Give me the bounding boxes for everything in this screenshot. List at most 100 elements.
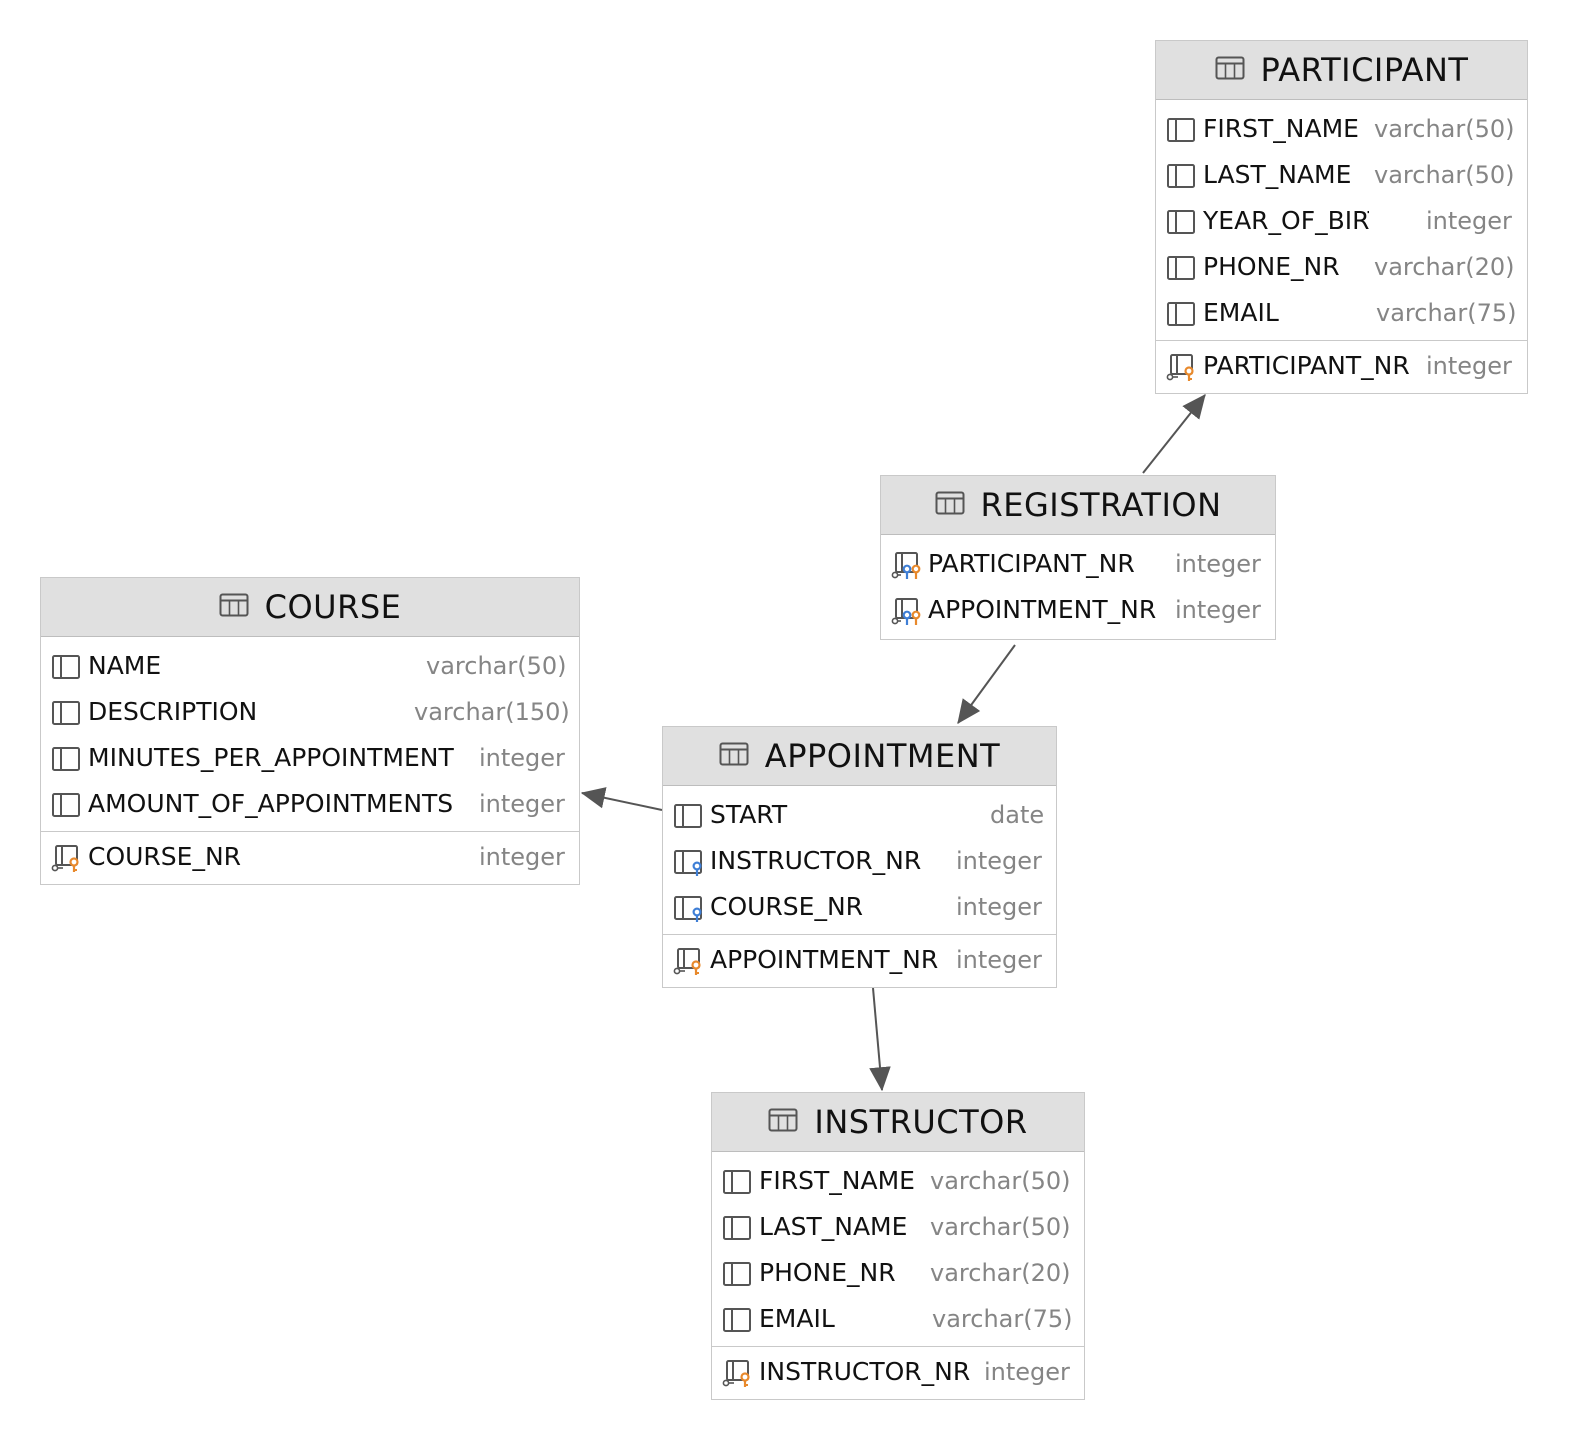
key-type: integer	[984, 1358, 1070, 1386]
key-row[interactable]: INSTRUCTOR_NR integer	[712, 1349, 1084, 1395]
column-row[interactable]: EMAIL varchar(75)	[712, 1296, 1084, 1342]
entity-title: REGISTRATION	[980, 486, 1222, 524]
column-icon	[51, 790, 81, 820]
key-type: integer	[479, 843, 565, 871]
column-name: LAST_NAME	[1203, 160, 1352, 189]
column-name: START	[710, 800, 788, 829]
column-name: NAME	[88, 651, 162, 680]
entity-title: INSTRUCTOR	[814, 1103, 1028, 1141]
entity-course[interactable]: COURSE NAME varchar(50) DESCRIPTION varc…	[40, 577, 580, 885]
entity-appointment[interactable]: APPOINTMENT START date INSTRUCTOR_NR int…	[662, 726, 1057, 988]
key-name: APPOINTMENT_NR	[710, 945, 939, 974]
table-icon	[719, 742, 749, 770]
column-row[interactable]: LAST_NAME varchar(50)	[1156, 152, 1527, 198]
key-row[interactable]: APPOINTMENT_NR integer	[663, 937, 1056, 983]
column-type: varchar(20)	[1374, 253, 1515, 281]
column-name: FIRST_NAME	[1203, 114, 1359, 143]
entity-header[interactable]: COURSE	[41, 578, 579, 637]
column-row[interactable]: COURSE_NR integer	[663, 884, 1056, 930]
key-type: integer	[956, 946, 1042, 974]
column-name: MINUTES_PER_APPOINTMENT	[88, 743, 454, 772]
column-row[interactable]: NAME varchar(50)	[41, 643, 579, 689]
table-icon	[935, 491, 965, 519]
column-name: DESCRIPTION	[88, 697, 258, 726]
key-row[interactable]: PARTICIPANT_NR integer	[881, 541, 1275, 587]
entity-header[interactable]: REGISTRATION	[881, 476, 1275, 535]
column-icon	[722, 1259, 752, 1289]
key-row[interactable]: COURSE_NR integer	[41, 834, 579, 880]
primary-foreign-key-icon	[891, 596, 921, 626]
column-row[interactable]: PHONE_NR varchar(20)	[712, 1250, 1084, 1296]
column-row[interactable]: START date	[663, 792, 1056, 838]
column-name: EMAIL	[759, 1304, 835, 1333]
edge-appointment-instructor[interactable]	[869, 987, 891, 1092]
table-icon	[768, 1108, 798, 1136]
key-type: integer	[1175, 596, 1261, 624]
column-name: COURSE_NR	[710, 892, 864, 921]
key-list: APPOINTMENT_NR integer	[663, 934, 1056, 987]
column-row[interactable]: PHONE_NR varchar(20)	[1156, 244, 1527, 290]
column-icon	[1166, 161, 1196, 191]
column-type: varchar(50)	[1374, 115, 1515, 143]
column-type: integer	[956, 847, 1042, 875]
column-type: integer	[956, 893, 1042, 921]
column-icon	[1166, 115, 1196, 145]
column-icon	[1166, 299, 1196, 329]
primary-key-icon	[1166, 352, 1196, 382]
edge-registration-appointment[interactable]	[957, 644, 1016, 724]
edge-registration-participant[interactable]	[1142, 394, 1206, 474]
entity-participant[interactable]: PARTICIPANT FIRST_NAME varchar(50) LAST_…	[1155, 40, 1528, 394]
column-name: PHONE_NR	[759, 1258, 896, 1287]
entity-instructor[interactable]: INSTRUCTOR FIRST_NAME varchar(50) LAST_N…	[711, 1092, 1085, 1400]
key-list: PARTICIPANT_NR integer APPOINTMENT_NR in…	[881, 535, 1275, 639]
column-name: FIRST_NAME	[759, 1166, 915, 1195]
key-list: COURSE_NR integer	[41, 831, 579, 884]
key-row[interactable]: APPOINTMENT_NR integer	[881, 587, 1275, 633]
key-list: INSTRUCTOR_NR integer	[712, 1346, 1084, 1399]
key-row[interactable]: PARTICIPANT_NR integer	[1156, 343, 1527, 389]
column-row[interactable]: AMOUNT_OF_APPOINTMENTS integer	[41, 781, 579, 827]
column-icon	[722, 1167, 752, 1197]
column-list: FIRST_NAME varchar(50) LAST_NAME varchar…	[712, 1152, 1084, 1346]
column-icon	[51, 744, 81, 774]
entity-header[interactable]: PARTICIPANT	[1156, 41, 1527, 100]
key-name: PARTICIPANT_NR	[928, 549, 1135, 578]
column-row[interactable]: DESCRIPTION varchar(150)	[41, 689, 579, 735]
key-name: PARTICIPANT_NR	[1203, 351, 1410, 380]
column-row[interactable]: FIRST_NAME varchar(50)	[712, 1158, 1084, 1204]
column-list: NAME varchar(50) DESCRIPTION varchar(150…	[41, 637, 579, 831]
column-type: varchar(50)	[426, 652, 567, 680]
column-name: AMOUNT_OF_APPOINTMENTS	[88, 789, 454, 818]
column-type: varchar(150)	[414, 698, 570, 726]
column-type: integer	[479, 744, 565, 772]
key-name: APPOINTMENT_NR	[928, 595, 1157, 624]
foreign-key-icon	[673, 847, 703, 877]
column-icon	[722, 1305, 752, 1335]
column-row[interactable]: EMAIL varchar(75)	[1156, 290, 1527, 336]
column-row[interactable]: MINUTES_PER_APPOINTMENT integer	[41, 735, 579, 781]
column-icon	[1166, 207, 1196, 237]
column-type: varchar(50)	[1374, 161, 1515, 189]
column-icon	[51, 698, 81, 728]
key-name: INSTRUCTOR_NR	[759, 1357, 971, 1386]
entity-title: COURSE	[264, 588, 402, 626]
column-type: date	[990, 801, 1045, 829]
edge-appointment-course[interactable]	[580, 787, 663, 811]
column-type: varchar(75)	[1376, 299, 1517, 327]
column-type: varchar(50)	[930, 1167, 1071, 1195]
column-row[interactable]: LAST_NAME varchar(50)	[712, 1204, 1084, 1250]
column-icon	[1166, 253, 1196, 283]
column-row[interactable]: INSTRUCTOR_NR integer	[663, 838, 1056, 884]
table-icon	[1215, 56, 1245, 84]
key-list: PARTICIPANT_NR integer	[1156, 340, 1527, 393]
column-row[interactable]: YEAR_OF_BIRTH integer	[1156, 198, 1527, 244]
column-row[interactable]: FIRST_NAME varchar(50)	[1156, 106, 1527, 152]
entity-registration[interactable]: REGISTRATION PARTICIPANT_NR integer APPO…	[880, 475, 1276, 640]
column-type: integer	[1426, 207, 1512, 235]
column-list: START date INSTRUCTOR_NR integer COURSE_…	[663, 786, 1056, 934]
column-name: LAST_NAME	[759, 1212, 908, 1241]
entity-header[interactable]: APPOINTMENT	[663, 727, 1056, 786]
column-name: YEAR_OF_BIRTH	[1203, 206, 1369, 235]
entity-header[interactable]: INSTRUCTOR	[712, 1093, 1084, 1152]
